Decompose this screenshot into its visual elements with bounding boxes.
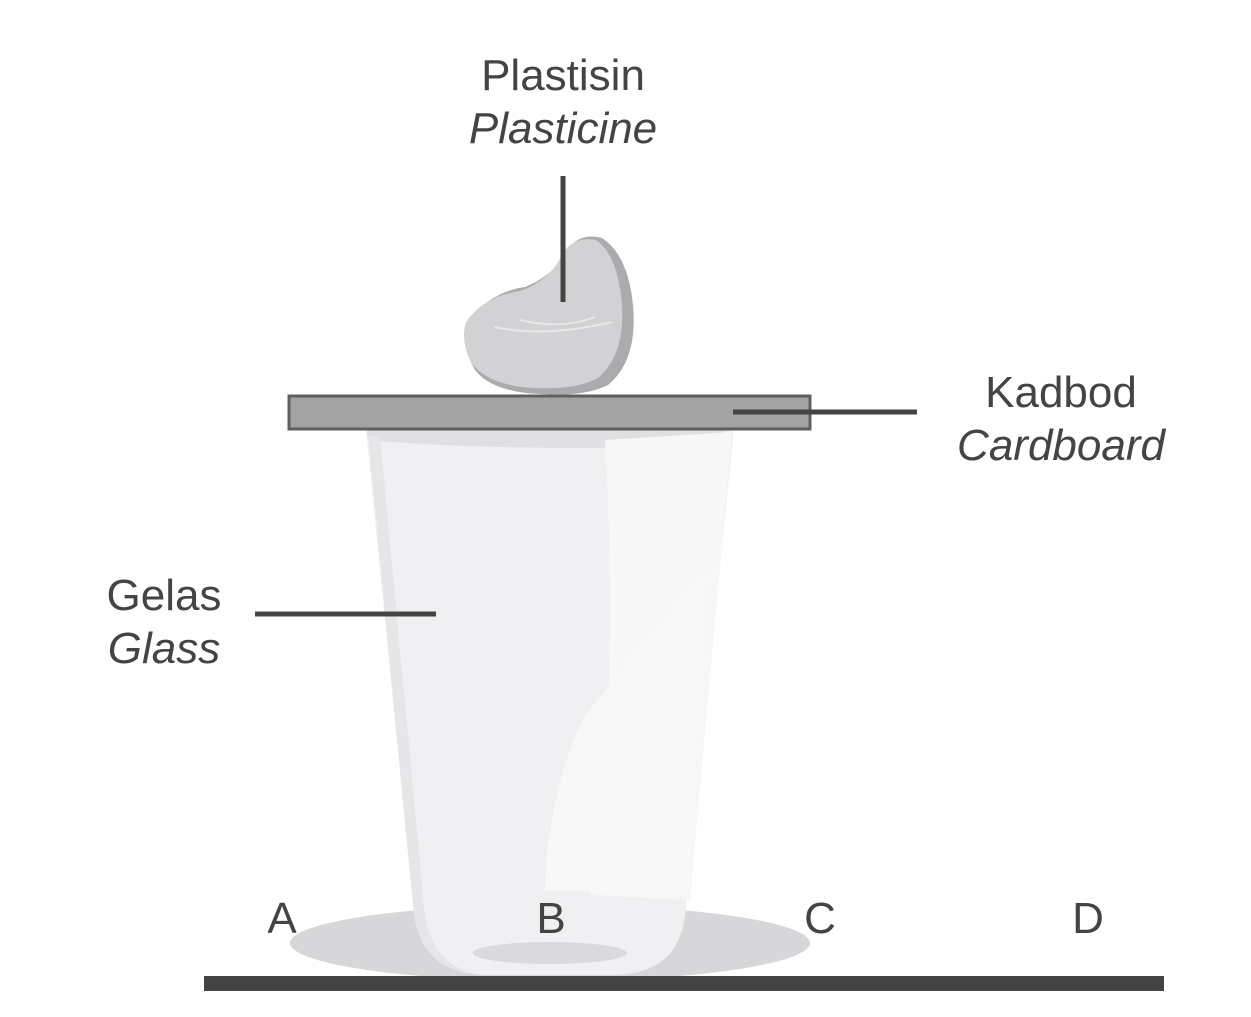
plasticine-crease — [493, 316, 613, 333]
cardboard-label-malay: Kadbod — [985, 368, 1137, 417]
cardboard-label: Kadbod Cardboard — [952, 371, 1170, 468]
position-label-a: A — [267, 894, 297, 943]
glass-label-english: Glass — [107, 624, 221, 673]
glass — [366, 428, 734, 975]
glass-reflection — [545, 575, 705, 895]
plasticine-body — [464, 239, 623, 389]
ground-line — [204, 976, 1164, 991]
glass-left-edge — [368, 436, 470, 972]
position-label-d: D — [1072, 894, 1104, 943]
cardboard — [287, 394, 812, 431]
plasticine-label-english: Plasticine — [468, 104, 658, 153]
position-label-b: B — [536, 894, 566, 943]
cardboard-label-english: Cardboard — [957, 421, 1165, 470]
glass-label-malay: Gelas — [106, 571, 222, 620]
glass-label: Gelas Glass — [103, 574, 225, 671]
position-label-c: C — [804, 894, 836, 943]
plasticine-label-malay: Plastisin — [481, 51, 645, 100]
plasticine — [464, 236, 634, 395]
glass-base — [473, 942, 627, 964]
plasticine-label: Plastisin Plasticine — [463, 54, 663, 151]
